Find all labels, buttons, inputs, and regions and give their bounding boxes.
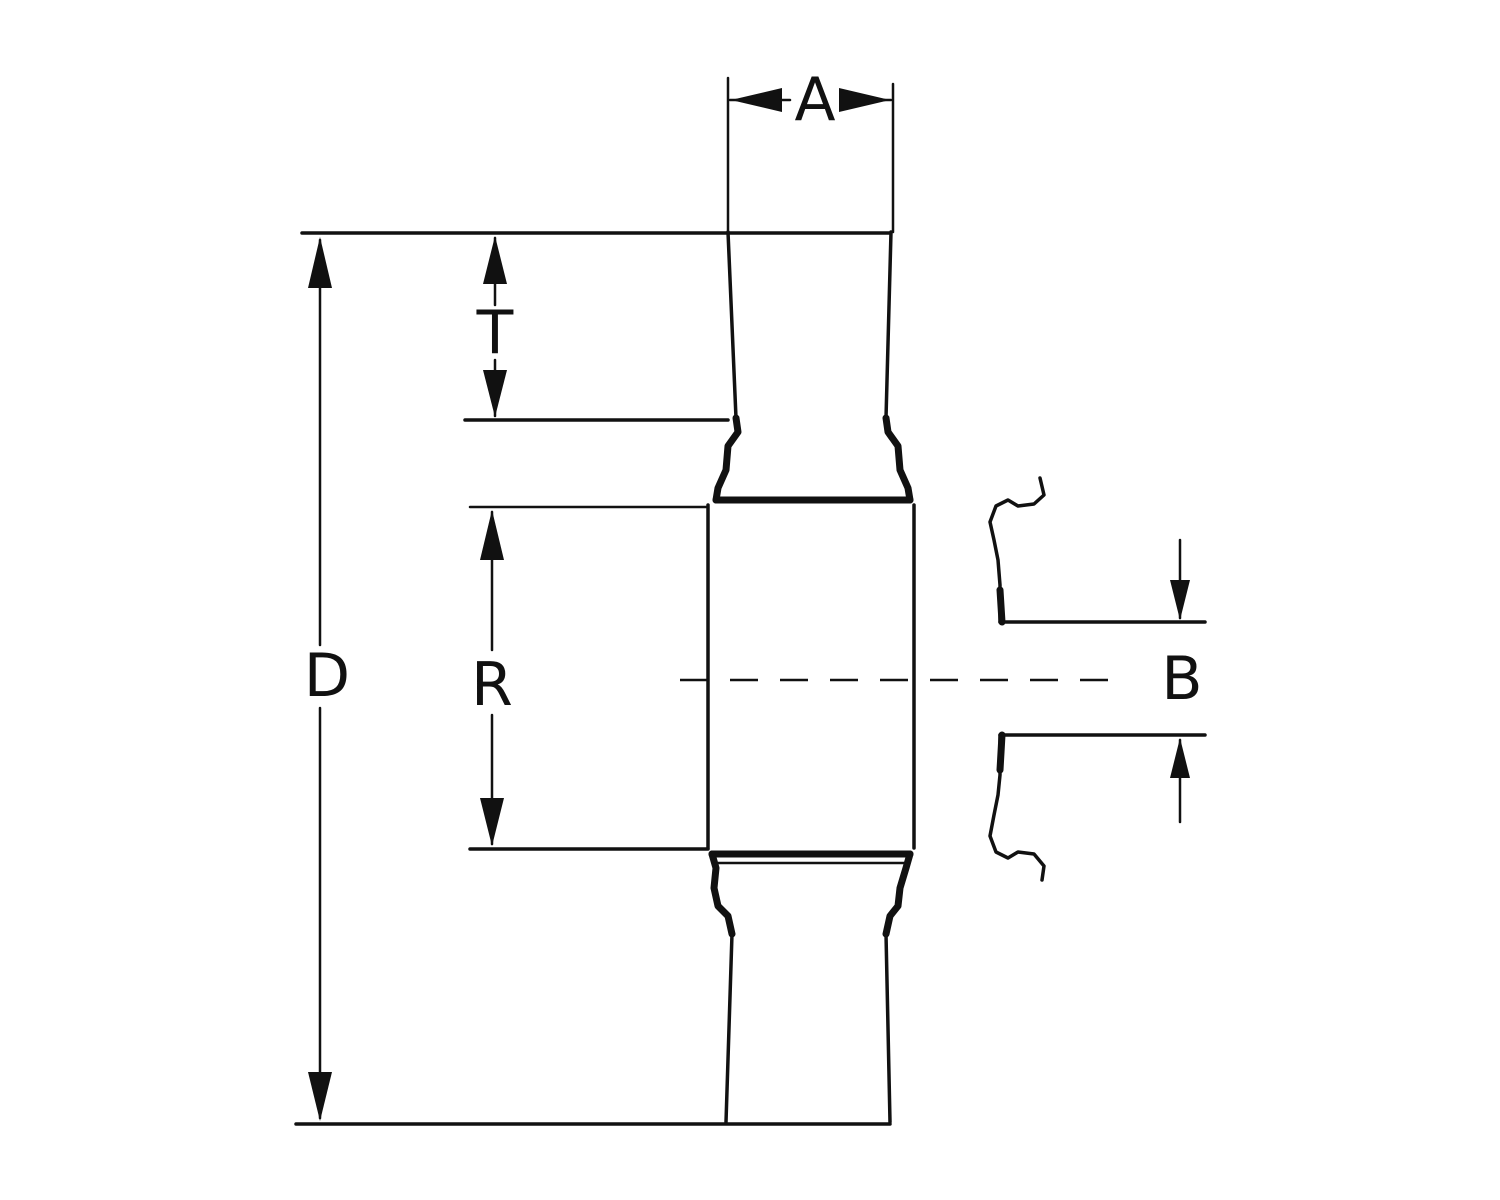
rim-body	[706, 503, 916, 850]
dimension-d: D	[304, 237, 350, 1121]
lower-tire-left-wall	[724, 932, 734, 1124]
hub-upper-lip	[996, 586, 1006, 626]
lower-tire-right-wall	[884, 932, 892, 1124]
dimension-a-label: A	[794, 65, 835, 135]
dimension-b-label: B	[1161, 644, 1202, 714]
dimension-t-label: T	[476, 298, 514, 368]
dimension-t-arrow-top	[483, 236, 507, 284]
upper-rim-flange	[712, 414, 914, 504]
upper-rim-right-bead	[882, 414, 914, 504]
dimension-a: A	[726, 65, 895, 234]
upper-tire-right-wall	[884, 230, 893, 420]
upper-tire-left-wall	[726, 230, 738, 420]
dimension-a-arrow-right	[839, 88, 890, 112]
dimension-b-arrow-bottom	[1170, 738, 1190, 778]
upper-rim-left-bead	[712, 414, 742, 504]
dimension-r-arrow-bottom	[480, 798, 504, 846]
lower-rim-left-bead	[708, 850, 736, 938]
dimension-r-arrow-top	[480, 510, 504, 560]
dimension-b-arrow-top	[1170, 580, 1190, 620]
dimension-b: B	[1161, 538, 1203, 824]
dimension-t-arrow-bottom	[483, 370, 507, 417]
hub-upper-profile	[988, 476, 1046, 624]
lower-rim-flange	[708, 850, 914, 938]
dimension-r: R	[468, 505, 710, 851]
dimension-r-label: R	[471, 650, 513, 720]
hub-profile	[988, 476, 1207, 882]
dimension-d-arrow-bottom	[308, 1072, 332, 1121]
lower-rim-right-bead	[882, 850, 914, 938]
dimension-a-arrow-left	[731, 88, 782, 112]
hub-lower-profile	[988, 733, 1046, 882]
dimension-d-arrow-top	[308, 237, 332, 288]
dimension-d-label: D	[304, 641, 350, 711]
dimension-t: T	[463, 236, 730, 422]
